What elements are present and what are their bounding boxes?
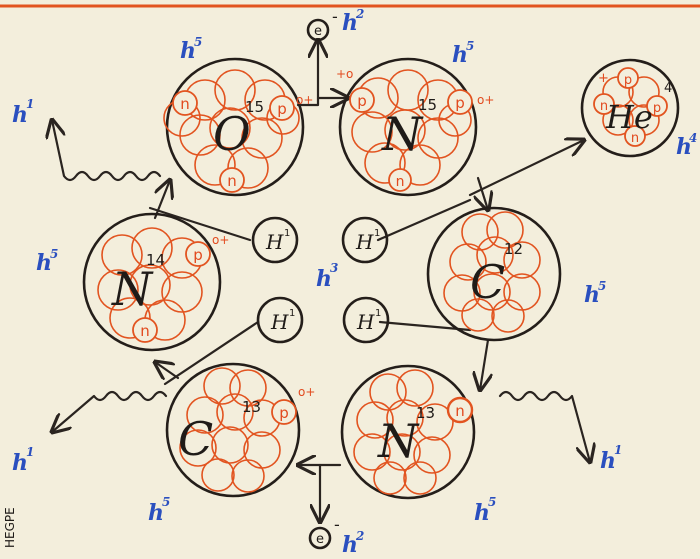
- nucleus-n14: p n N 14 o+: [84, 214, 229, 350]
- nucleus-n13: n N 13: [342, 366, 474, 498]
- arrow-c12-to-n13: [480, 340, 488, 390]
- nucleus-o15: n p n O 15 o+: [164, 59, 313, 195]
- o15-neutron-label-2: n: [227, 172, 237, 190]
- proton-4-label: H: [356, 310, 375, 334]
- energy-he-sub: 4: [689, 131, 697, 145]
- proton-4-mass: 1: [375, 308, 381, 319]
- n15-mass: 15: [418, 96, 437, 114]
- nucleus-he4: p p n n He 4 +: [582, 60, 678, 156]
- c13-charge: o+: [298, 385, 315, 399]
- o15-charge: o+: [296, 93, 313, 107]
- he4-proton-label-2: p: [653, 101, 661, 116]
- energy-o15-sub: 5: [194, 35, 202, 49]
- energy-photon-bl-sub: 1: [26, 445, 34, 459]
- n14-mass: 14: [146, 251, 165, 269]
- energy-photon-tl-sub: 1: [26, 97, 34, 111]
- line-h3-to-c13: [165, 322, 258, 384]
- c12-symbol: C: [470, 255, 505, 309]
- n14-symbol: N: [111, 262, 154, 316]
- electron-bottom-label: e: [316, 532, 324, 547]
- n15-charge-1: +o: [336, 67, 353, 81]
- o15-neutron-label-1: n: [180, 95, 190, 113]
- n14-proton-label: p: [193, 246, 203, 264]
- energy-n15-sub: 5: [466, 39, 474, 53]
- electron-top-label: e: [314, 24, 322, 39]
- c13-mass: 13: [242, 398, 261, 416]
- n13-neutron-label: n: [455, 402, 465, 420]
- energy-photon-br-sub: 1: [614, 443, 622, 457]
- energy-n13-sub: 5: [488, 495, 496, 509]
- energy-c13-sub: 5: [162, 495, 170, 509]
- n15-neutron-label: n: [396, 174, 405, 190]
- proton-1-mass: 1: [284, 228, 290, 239]
- n14-charge: o+: [212, 233, 229, 247]
- n13-mass: 13: [416, 404, 435, 422]
- electron-top-sign: -: [332, 7, 338, 26]
- n15-proton-label-2: p: [455, 94, 465, 112]
- energy-center-sub: 3: [330, 261, 338, 275]
- arrow-n15-to-c12: [478, 178, 488, 210]
- photon-top-left: [52, 120, 160, 180]
- proton-2-mass: 1: [374, 228, 380, 239]
- electron-bottom-sign: -: [334, 515, 340, 534]
- nucleus-c12: C 12: [428, 208, 560, 340]
- c13-proton-label: p: [279, 404, 289, 422]
- o15-proton-label: p: [277, 100, 287, 118]
- margin-text: HEGPE: [3, 507, 17, 548]
- c13-symbol: C: [178, 412, 213, 466]
- nucleus-c13: p C 13 o+: [167, 364, 315, 496]
- he4-proton-label-1: p: [624, 73, 632, 88]
- energy-bottom-e-sub: 2: [355, 529, 364, 543]
- n15-symbol: N: [381, 107, 424, 161]
- n15-proton-label-1: p: [357, 92, 367, 110]
- energy-c12-sub: 5: [598, 279, 606, 293]
- energy-top-e-sub: 2: [355, 7, 364, 21]
- n14-neutron-label: n: [140, 322, 150, 340]
- proton-3-label: H: [270, 310, 289, 334]
- arrow-c13-to-n14: [155, 362, 178, 378]
- nucleus-n15: p p n N 15 +o o+: [336, 59, 494, 195]
- photon-bottom-left: [52, 392, 166, 432]
- energy-n14-sub: 5: [50, 247, 58, 261]
- n13-symbol: N: [377, 414, 420, 468]
- he4-mass: 4: [664, 81, 672, 96]
- he4-symbol: He: [605, 98, 653, 136]
- arrow-to-helium: [470, 140, 584, 195]
- o15-mass: 15: [245, 98, 264, 116]
- he4-charge: +: [598, 71, 609, 86]
- n15-charge-2: o+: [477, 93, 494, 107]
- proton-3-mass: 1: [289, 308, 295, 319]
- c12-mass: 12: [504, 240, 523, 258]
- proton-1-label: H: [265, 230, 284, 254]
- photon-bottom-right: [500, 392, 590, 462]
- proton-2-label: H: [355, 230, 374, 254]
